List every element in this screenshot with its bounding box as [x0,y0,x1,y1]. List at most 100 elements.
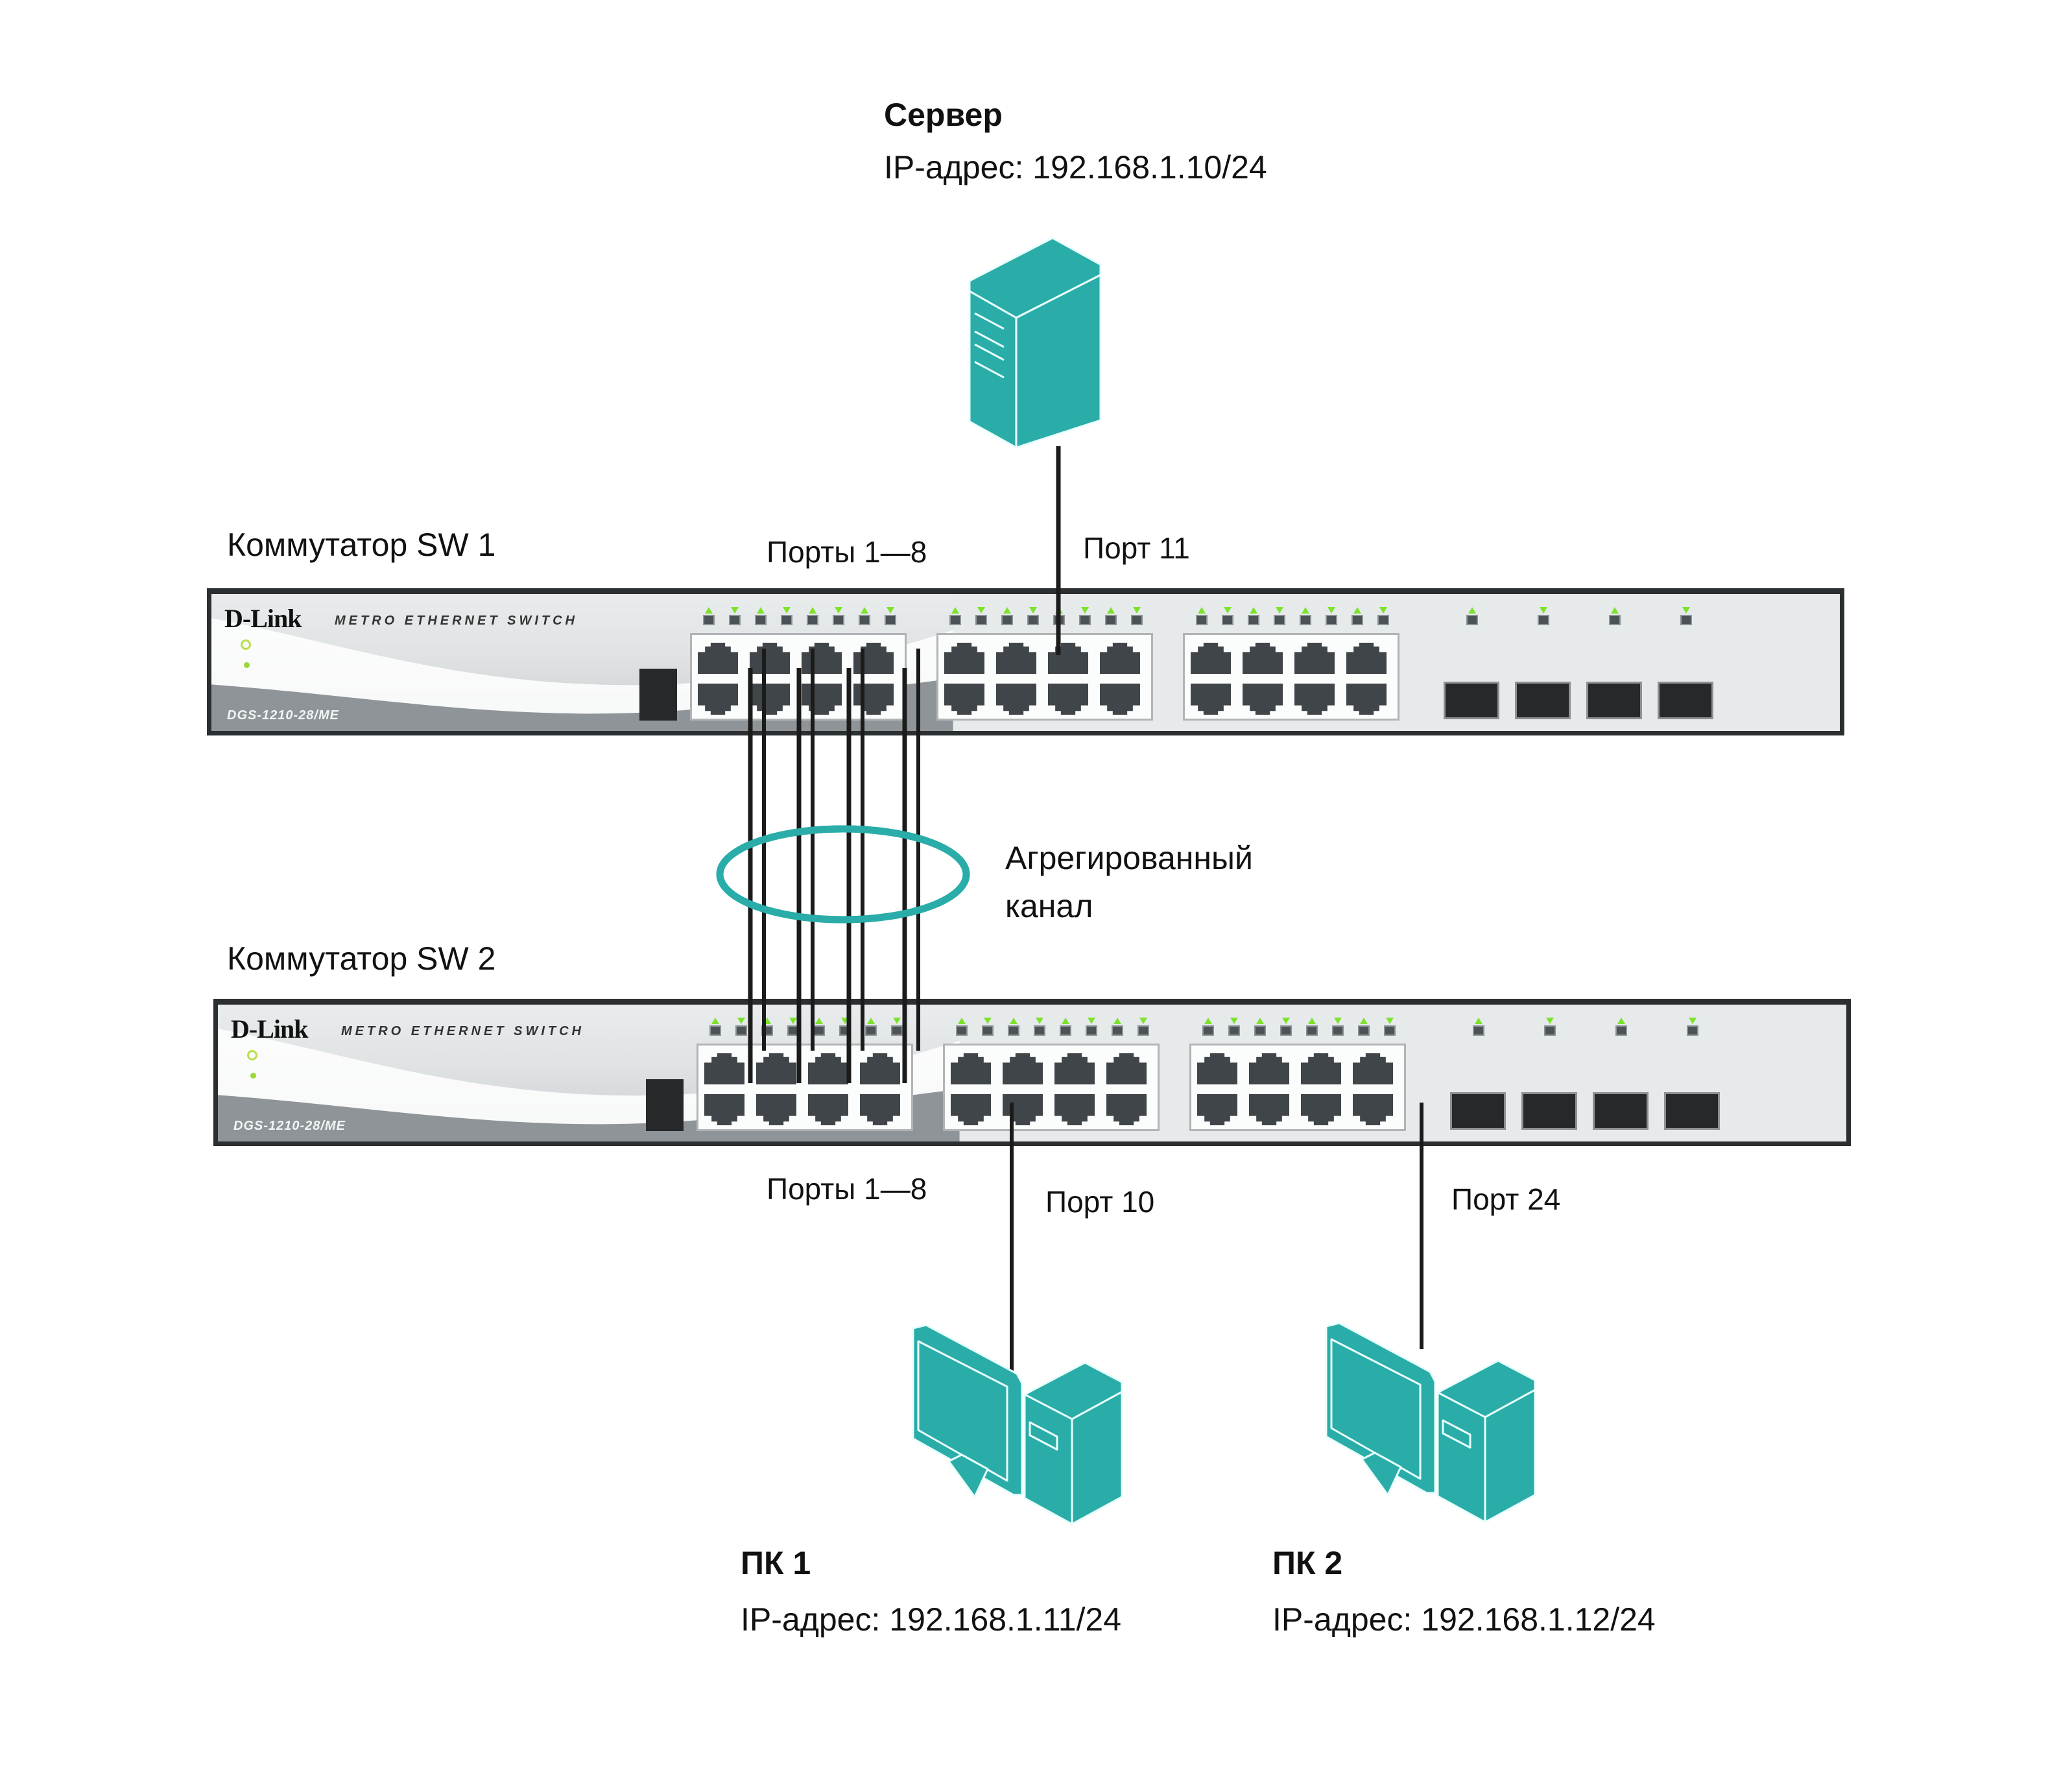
port-led-icon [737,1018,745,1024]
sw1-title: Коммутатор SW 1 [227,527,496,563]
port-led-label [891,1025,903,1036]
port-led-label [735,1025,747,1036]
sfp-port [1444,682,1499,719]
sfp-port [1521,1092,1577,1130]
port-led-icon [835,607,842,614]
pc1-icon [912,1324,1123,1525]
port-led-label [1105,615,1117,625]
port-led-icon [1308,1018,1316,1024]
port-led-icon [1611,607,1619,614]
port-led-icon [731,607,739,614]
port-led-icon [1360,1018,1368,1024]
port-led-icon [1546,1018,1554,1024]
console-port [639,669,677,721]
port-led-icon [1010,1018,1018,1024]
switch-model: DGS-1210-28/ME [227,708,339,723]
port-led-icon [841,1018,849,1024]
port-led-label [703,615,715,625]
port-led-icon [1003,607,1011,614]
port-led-icon [1302,607,1309,614]
port-led-label [1538,615,1549,625]
port-led-icon [887,607,894,614]
port-led-icon [958,1018,966,1024]
sfp-port [1515,682,1571,719]
port-led-label [1615,1025,1627,1036]
switch-sw2: D-Link METRO ETHERNET SWITCH DGS-1210-28… [213,999,1851,1146]
power-led-icon [247,1050,257,1060]
port-led-icon [1328,607,1335,614]
port-led-label [1687,1025,1698,1036]
switch-series: METRO ETHERNET SWITCH [341,1024,584,1038]
port-led-label [1680,615,1692,625]
port-led-icon [809,607,816,614]
port-led-label [1358,1025,1370,1036]
sw2-port24-label: Порт 24 [1451,1182,1561,1216]
server-name: Сервер [884,97,1003,133]
port-led-label [1609,615,1621,625]
port-led-label [1306,1025,1318,1036]
port-led-label [975,615,987,625]
port-led-icon [1468,607,1476,614]
aggregation-label-line2: канал [1005,888,1093,924]
pc1-name: ПК 1 [741,1545,811,1581]
port-led-icon [1062,1018,1069,1024]
port-led-icon [1540,607,1547,614]
port-led-icon [1224,607,1232,614]
port-led-label [1466,615,1478,625]
console-port [646,1079,684,1131]
port-led-label [1274,615,1285,625]
port-led-icon [977,607,985,614]
sfp-port [1593,1092,1649,1130]
port-led-icon [1198,607,1206,614]
port-led-label [1332,1025,1344,1036]
port-led-icon [984,1018,992,1024]
port-led-label [1473,1025,1484,1036]
port-led-label [807,615,818,625]
port-led-label [1060,1025,1071,1036]
port-led-icon [1475,1018,1483,1024]
port-led-label [1053,615,1065,625]
port-led-icon [1230,1018,1238,1024]
port-led-label [859,615,870,625]
aggregation-label-line1: Агрегированный [1005,840,1253,876]
port-led-icon [763,1018,771,1024]
port-led-icon [1204,1018,1212,1024]
port-led-label [1248,615,1259,625]
port-led-label [839,1025,851,1036]
switch-series: METRO ETHERNET SWITCH [335,614,578,628]
port-led-icon [1113,1018,1121,1024]
port-led-icon [1276,607,1283,614]
sfp-port [1658,682,1713,719]
port-led-icon [1256,1018,1264,1024]
system-led-icon [244,662,250,668]
port-led-label [1079,615,1091,625]
port-led-icon [861,607,868,614]
port-led-icon [951,607,959,614]
port-led-icon [1133,607,1141,614]
pc2-icon [1325,1322,1536,1523]
sw2-port10-label: Порт 10 [1045,1185,1155,1219]
port-led-label [1352,615,1363,625]
sfp-port [1664,1092,1720,1130]
switch-brand: D-Link [224,604,302,633]
sw1-ports-label: Порты 1—8 [767,535,927,569]
port-led-icon [1107,607,1115,614]
port-led-label [1001,615,1013,625]
port-led-label [1222,615,1233,625]
power-led-icon [241,639,251,650]
port-led-label [1254,1025,1266,1036]
port-led-label [787,1025,799,1036]
port-led-label [949,615,961,625]
port-led-label [1544,1025,1556,1036]
port-led-label [1034,1025,1045,1036]
switch-sw1: D-Link METRO ETHERNET SWITCH DGS-1210-28… [207,588,1844,735]
port-led-label [885,615,896,625]
pc2-ip: IP-адрес: 192.168.1.12/24 [1272,1601,1656,1638]
system-led-icon [250,1073,256,1079]
port-led-icon [867,1018,875,1024]
port-led-label [813,1025,825,1036]
port-led-label [1202,1025,1214,1036]
port-led-icon [1689,1018,1697,1024]
port-led-icon [815,1018,823,1024]
port-led-label [982,1025,994,1036]
